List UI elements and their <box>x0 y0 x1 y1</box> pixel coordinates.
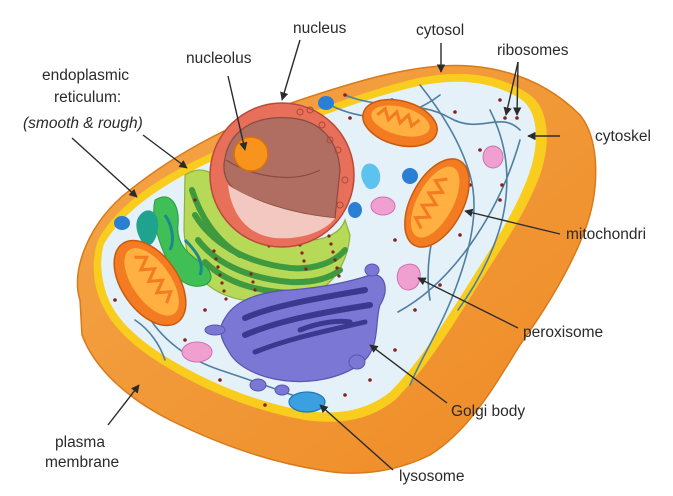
mitochondrion <box>404 158 470 248</box>
ribosome <box>393 348 397 352</box>
er-ribosome <box>304 267 308 271</box>
er-ribosome <box>214 257 218 261</box>
mitochondrion <box>113 239 187 327</box>
er-ribosome <box>216 265 220 269</box>
leader-lines <box>71 39 561 471</box>
ribosome <box>218 378 222 382</box>
ribosome <box>503 116 507 120</box>
er-ribosome <box>249 272 253 276</box>
label-golgi-body: Golgi body <box>451 403 525 420</box>
ribosome <box>498 198 502 202</box>
er-ribosome <box>335 266 339 270</box>
ribosome <box>458 233 462 237</box>
vesicles <box>114 96 418 230</box>
ribosome <box>453 110 457 114</box>
er-ribosome <box>333 258 337 262</box>
ribosome <box>478 148 482 152</box>
label-mitochondria: mitochondri <box>566 226 646 243</box>
er-ribosome <box>253 288 257 292</box>
label-nucleus: nucleus <box>293 20 347 37</box>
ribosome <box>203 308 207 312</box>
smooth-endoplasmic-reticulum <box>136 196 212 287</box>
label-endoplasmic-reticulum-1: endoplasmic <box>42 67 129 84</box>
peroxisomes <box>181 145 504 363</box>
nuclear-pore <box>334 146 342 154</box>
nuclear-pore <box>296 108 304 116</box>
er-ribosome <box>220 281 224 285</box>
nuclear-pore <box>336 201 344 209</box>
ribosome <box>368 378 372 382</box>
label-cytoskeleton: cytoskel <box>595 128 651 145</box>
ribosome <box>343 93 347 97</box>
peroxisome-labeled <box>396 263 421 291</box>
label-endoplasmic-reticulum-note: (smooth & rough) <box>23 115 143 132</box>
er-ribosome <box>218 273 222 277</box>
ribosome <box>183 338 187 342</box>
nuclear-pore <box>341 176 349 184</box>
ribosome <box>343 393 347 397</box>
ribosome <box>515 116 519 120</box>
nuclear-pore <box>326 136 334 144</box>
er-ribosome <box>337 274 341 278</box>
er-ribosome <box>212 249 216 253</box>
er-ribosome <box>302 259 306 263</box>
nucleus <box>209 102 355 248</box>
label-plasma-membrane-2: membrane <box>45 454 119 471</box>
er-ribosome <box>329 242 333 246</box>
er-ribosome <box>331 250 335 254</box>
nuclear-pore <box>306 106 314 114</box>
er-ribosome <box>224 297 228 301</box>
ribosome <box>413 308 417 312</box>
lysosome <box>288 391 326 413</box>
er-ribosome <box>327 234 331 238</box>
er-ribosome <box>193 198 197 202</box>
er-ribosome <box>222 289 226 293</box>
mitochondrion <box>362 98 438 148</box>
label-peroxisome: peroxisome <box>523 324 603 341</box>
ribosome <box>348 116 352 120</box>
er-ribosome <box>251 280 255 284</box>
label-lysosome: lysosome <box>399 468 464 485</box>
label-ribosomes: ribosomes <box>497 42 569 59</box>
golgi-body <box>204 263 386 396</box>
er-ribosome <box>300 251 304 255</box>
label-cytosol: cytosol <box>416 22 464 39</box>
nucleolus <box>233 136 269 172</box>
ribosome <box>500 183 504 187</box>
label-endoplasmic-reticulum-2: reticulum: <box>54 89 121 106</box>
ribosome <box>498 98 502 102</box>
ribosome <box>113 298 117 302</box>
ribosome <box>438 283 442 287</box>
nuclear-pores <box>296 106 349 209</box>
nuclear-pore <box>318 121 326 129</box>
label-nucleolus: nucleolus <box>186 50 252 67</box>
ribosome <box>263 403 267 407</box>
label-plasma-membrane-1: plasma <box>55 434 105 451</box>
ribosome <box>393 238 397 242</box>
